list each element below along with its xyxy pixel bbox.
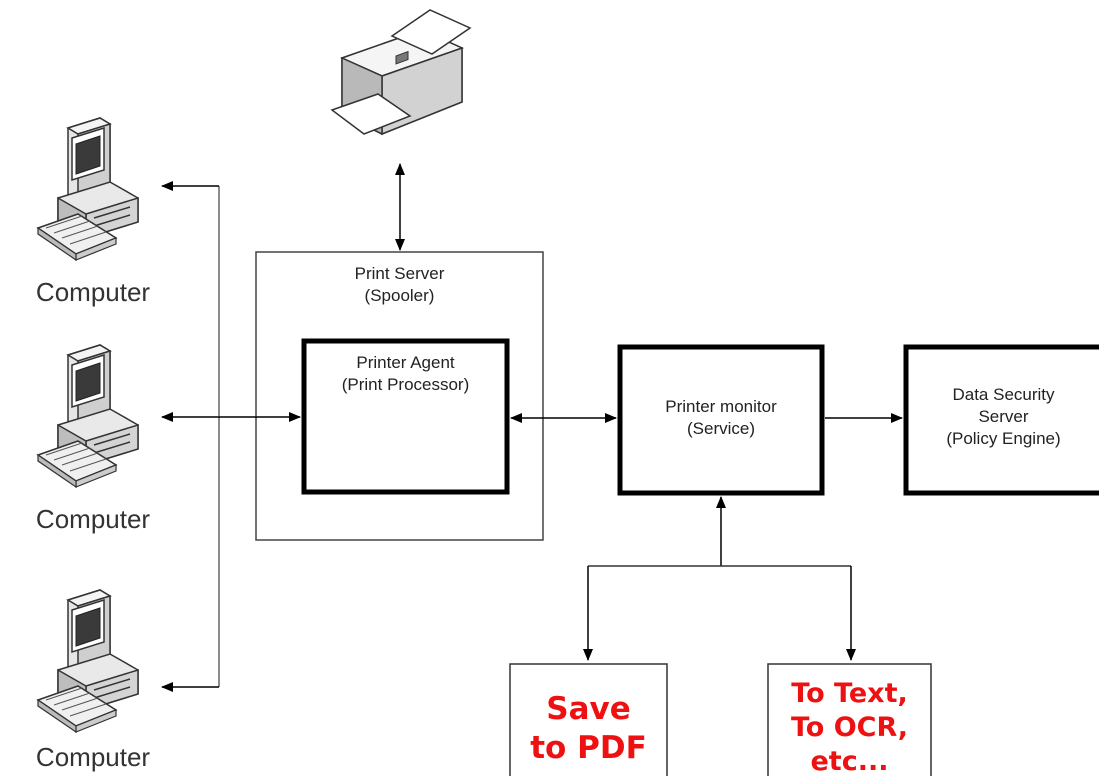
to-text-line2: To OCR, — [768, 711, 931, 745]
printer-agent-label: Printer Agent (Print Processor) — [304, 352, 507, 396]
to-text-line1: To Text, — [768, 677, 931, 711]
printer-monitor-subtitle: (Service) — [620, 418, 822, 440]
printer-monitor-label: Printer monitor (Service) — [620, 396, 822, 440]
computer-icon — [38, 590, 138, 732]
save-pdf-label: Save to PDF — [510, 690, 667, 768]
computer-icon — [38, 118, 138, 260]
printer-agent-subtitle: (Print Processor) — [304, 374, 507, 396]
data-security-label: Data Security Server (Policy Engine) — [908, 384, 1099, 450]
data-security-line2: Server — [908, 406, 1099, 428]
print-server-label: Print Server (Spooler) — [256, 263, 543, 307]
save-pdf-line1: Save — [510, 690, 667, 729]
printer-agent-title: Printer Agent — [304, 352, 507, 374]
to-text-label: To Text, To OCR, etc... — [768, 677, 931, 778]
print-server-title: Print Server — [256, 263, 543, 285]
printer-icon — [332, 10, 470, 134]
data-security-line1: Data Security — [908, 384, 1099, 406]
print-server-subtitle: (Spooler) — [256, 285, 543, 307]
computer-icon — [38, 345, 138, 487]
save-pdf-line2: to PDF — [510, 729, 667, 768]
computer-label: Computer — [18, 503, 168, 537]
computer-label: Computer — [18, 741, 168, 775]
to-text-line3: etc... — [768, 745, 931, 778]
computer-label: Computer — [18, 276, 168, 310]
data-security-line3: (Policy Engine) — [908, 428, 1099, 450]
printer-monitor-title: Printer monitor — [620, 396, 822, 418]
